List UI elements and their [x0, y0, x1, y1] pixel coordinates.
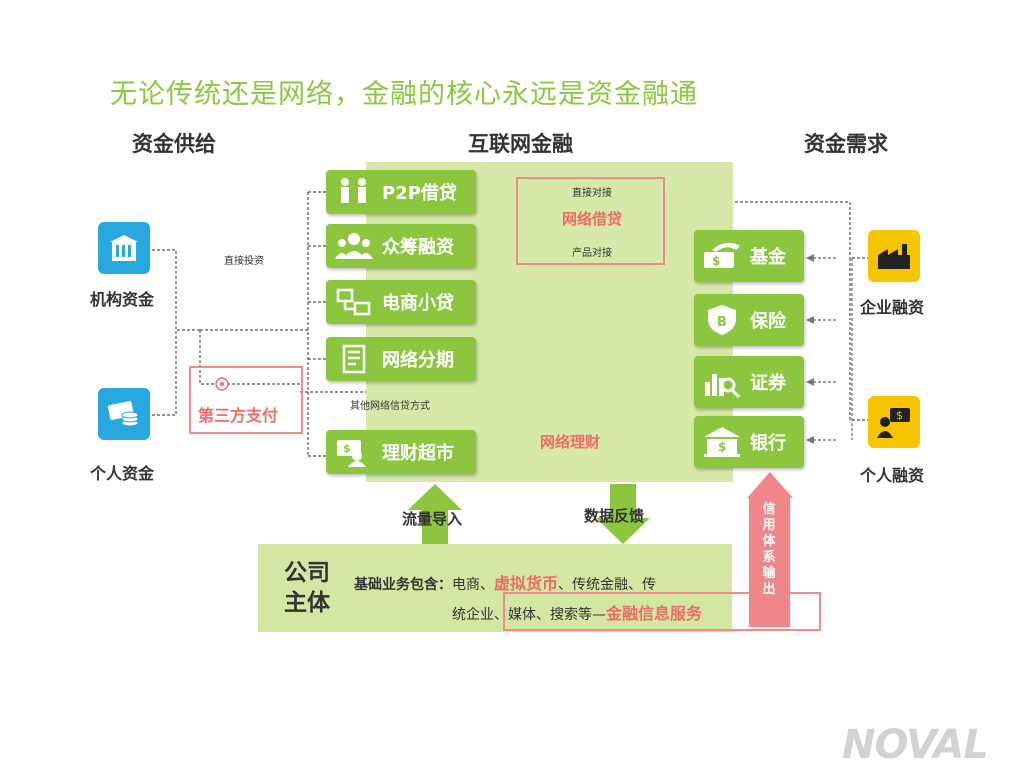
person-money-icon: $ [868, 396, 920, 448]
svg-text:$: $ [712, 254, 720, 268]
third-party-box [189, 366, 303, 434]
direct-invest-label: 直接投资 [224, 256, 264, 267]
svg-text:B: B [717, 315, 727, 330]
devices-icon [334, 286, 374, 318]
institution-label: 证券 [750, 373, 786, 394]
business-item: 、传统金融、传 [558, 577, 657, 593]
personal-funds-label: 个人资金 [90, 464, 155, 483]
net-lending-box [516, 177, 665, 265]
enterprise-financing-label: 企业融资 [860, 298, 925, 317]
crowd-icon [334, 230, 374, 262]
platform-p2p-button[interactable]: P2P借贷 [326, 170, 476, 214]
business-line-2: 统企业、媒体、搜索等—金融信息服务 [452, 600, 702, 624]
data-feedback-label: 数据反馈 [584, 507, 645, 525]
platform-label: 网络分期 [382, 350, 454, 371]
business-line-1: 基础业务包含：电商、虚拟货币、传统金融、传 [354, 570, 656, 594]
third-party-label: 第三方支付 [198, 406, 279, 425]
platform-wealth-market-button[interactable]: $ 理财超市 [326, 430, 476, 474]
institution-securities-button[interactable]: 证券 [694, 356, 804, 408]
factory-icon [868, 230, 920, 282]
svg-text:$: $ [896, 409, 903, 422]
net-wealth-label: 网络理财 [540, 433, 601, 451]
business-dash: — [592, 607, 606, 623]
institutional-funds-label: 机构资金 [90, 290, 155, 309]
business-prefix: 基础业务包含： [354, 577, 452, 593]
institution-insurance-button[interactable]: B 保险 [694, 294, 804, 346]
platform-crowdfunding-button[interactable]: 众筹融资 [326, 224, 476, 268]
money-icon: $ [702, 240, 742, 272]
watermark-logo: NOVAL [842, 722, 989, 768]
supply-heading: 资金供给 [132, 132, 216, 156]
platform-label: 众筹融资 [382, 237, 454, 258]
platform-label: P2P借贷 [382, 183, 457, 204]
platform-label: 电商小贷 [382, 293, 454, 314]
direct-match-label: 直接对接 [572, 188, 612, 199]
institution-bank-button[interactable]: $ 银行 [694, 416, 804, 468]
card-coins-icon [98, 388, 150, 440]
page-title: 无论传统还是网络，金融的核心永远是资金融通 [110, 79, 698, 110]
institution-fund-button[interactable]: $ 基金 [694, 230, 804, 282]
building-icon [98, 222, 150, 274]
other-methods-label: 其他网络信贷方式 [350, 401, 430, 412]
credit-output-label: 信用体系输出 [762, 502, 776, 597]
net-lending-label: 网络借贷 [562, 210, 623, 228]
advisor-icon: $ [334, 436, 374, 468]
institution-label: 基金 [750, 247, 786, 268]
platform-label: 理财超市 [382, 443, 454, 464]
institution-label: 保险 [750, 311, 786, 332]
credit-output-column [749, 497, 790, 627]
platform-installment-button[interactable]: 网络分期 [326, 337, 476, 381]
chart-search-icon [702, 366, 742, 398]
svg-text:$: $ [718, 440, 726, 454]
traffic-in-label: 流量导入 [402, 510, 463, 528]
platform-ecommerce-loan-button[interactable]: 电商小贷 [326, 280, 476, 324]
virtual-currency-highlight: 虚拟货币 [494, 574, 559, 593]
personal-financing-label: 个人融资 [860, 466, 925, 485]
business-item: 统企业、媒体、搜索等 [452, 607, 592, 623]
fintech-heading: 互联网金融 [468, 132, 573, 156]
product-match-label: 产品对接 [572, 248, 612, 259]
people-icon [334, 176, 374, 208]
receipt-icon [334, 343, 374, 375]
company-panel [258, 544, 732, 632]
svg-text:$: $ [343, 442, 351, 455]
institution-label: 银行 [750, 433, 786, 454]
business-item: 电商、 [452, 577, 494, 593]
financial-info-service-highlight: 金融信息服务 [606, 604, 703, 623]
data-feedback-arrow [596, 484, 650, 544]
bank-icon: $ [702, 426, 742, 458]
demand-heading: 资金需求 [804, 132, 888, 156]
credit-arrow-head [747, 472, 793, 498]
traffic-in-arrow [408, 484, 462, 544]
company-title: 公司主体 [284, 560, 330, 616]
financial-info-box [503, 592, 821, 631]
shield-icon: B [702, 304, 742, 336]
